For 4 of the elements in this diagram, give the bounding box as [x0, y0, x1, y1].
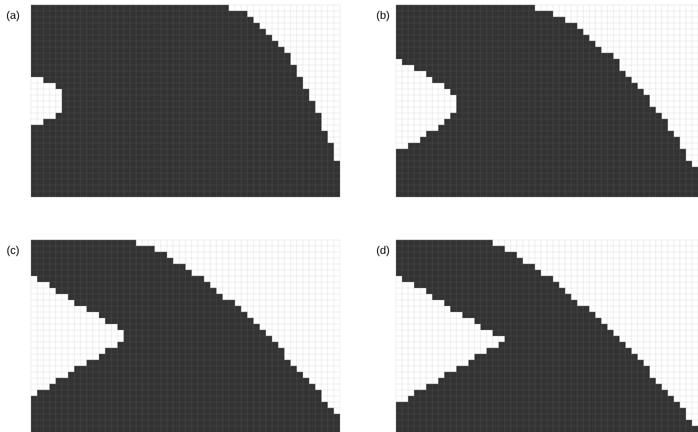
panel-label: (d) [376, 246, 390, 256]
panel-label: (b) [376, 10, 390, 22]
panel-label: (a) [6, 10, 20, 22]
panel-label: (c) [7, 246, 19, 256]
